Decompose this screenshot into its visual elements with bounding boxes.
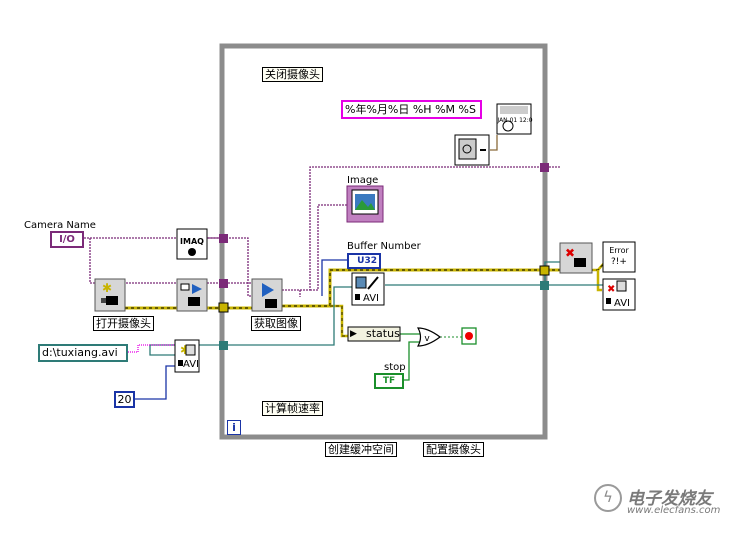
configure-camera-vi[interactable] — [176, 278, 208, 312]
create-avi-vi[interactable]: ✱ — [174, 339, 200, 373]
timestamp-wire — [490, 135, 498, 151]
frame-rate-label: 计算帧速率 — [262, 401, 323, 416]
format-date-time-node[interactable]: JAN 01 12:0 — [496, 103, 533, 135]
format-string-constant[interactable]: %年%月%日 %H %M %S — [341, 100, 482, 119]
buffer-count-wire — [133, 365, 175, 400]
watermark-url: www.elecfans.com — [627, 505, 721, 516]
close-camera-label: 关闭摄像头 — [262, 67, 323, 82]
buffer-number-label: Buffer Number — [347, 241, 421, 252]
get-date-time-node[interactable] — [454, 134, 490, 166]
write-avi-vi[interactable] — [351, 272, 385, 306]
svg-text:✖: ✖ — [565, 246, 575, 260]
imaq-create-node[interactable]: IMAQ — [176, 228, 208, 260]
stop-wire — [403, 341, 420, 381]
status-arrow-icon: ▶ — [350, 329, 357, 339]
error-label: Error — [609, 246, 629, 255]
close-camera-vi[interactable]: ✖ — [559, 242, 593, 274]
close-avi-vi[interactable]: ✖ — [602, 278, 636, 311]
svg-text:v: v — [424, 334, 430, 344]
buffer-count-constant[interactable]: 20 — [114, 391, 135, 408]
image-display[interactable] — [346, 185, 384, 223]
create-buffer-caption: 创建缓冲空间 — [325, 442, 397, 457]
buffer-number-indicator[interactable]: U32 — [347, 253, 381, 269]
open-camera-caption: 打开摄像头 — [93, 316, 154, 331]
watermark-bolt-icon: ϟ — [603, 488, 613, 506]
image-indicator-label: Image — [347, 175, 379, 186]
file-path-constant[interactable]: d:\tuxiang.avi — [38, 344, 128, 362]
acquire-image-vi[interactable] — [251, 278, 283, 312]
file-path-wire — [122, 344, 175, 353]
acquire-image-caption: 获取图像 — [251, 316, 301, 331]
svg-text:✱: ✱ — [102, 281, 112, 295]
avi-label-create: AVI — [183, 359, 199, 370]
camera-name-control[interactable]: I/O — [50, 231, 84, 248]
buffer-number-wire — [321, 259, 347, 296]
svg-text:✖: ✖ — [607, 284, 615, 295]
loop-condition-terminal[interactable] — [461, 327, 477, 345]
svg-text:?!+: ?!+ — [611, 257, 627, 267]
svg-text:✱: ✱ — [180, 343, 190, 357]
watermark-logo: ϟ — [594, 484, 622, 512]
imaq-label: IMAQ — [180, 237, 204, 246]
open-camera-vi[interactable]: ✱ — [94, 278, 126, 312]
stop-label: stop — [384, 362, 406, 373]
watermark-cn: 电子发烧友 — [627, 489, 712, 509]
stop-button-control[interactable]: TF — [374, 373, 404, 389]
avi-label-write: AVI — [363, 293, 379, 304]
unbundle-status-frame[interactable] — [347, 326, 401, 342]
config-camera-caption: 配置摄像头 — [423, 442, 484, 457]
camera-name-label: Camera Name — [24, 220, 96, 231]
error-handler-vi[interactable]: Error ?!+ — [602, 241, 636, 273]
status-label: status — [366, 327, 400, 340]
or-gate[interactable]: v — [416, 327, 442, 347]
loop-tunnels[interactable] — [218, 163, 550, 350]
avi-label-close: AVI — [614, 298, 630, 309]
iteration-terminal[interactable]: i — [227, 420, 241, 435]
date-icon-text: JAN 01 12:0 — [496, 117, 532, 124]
